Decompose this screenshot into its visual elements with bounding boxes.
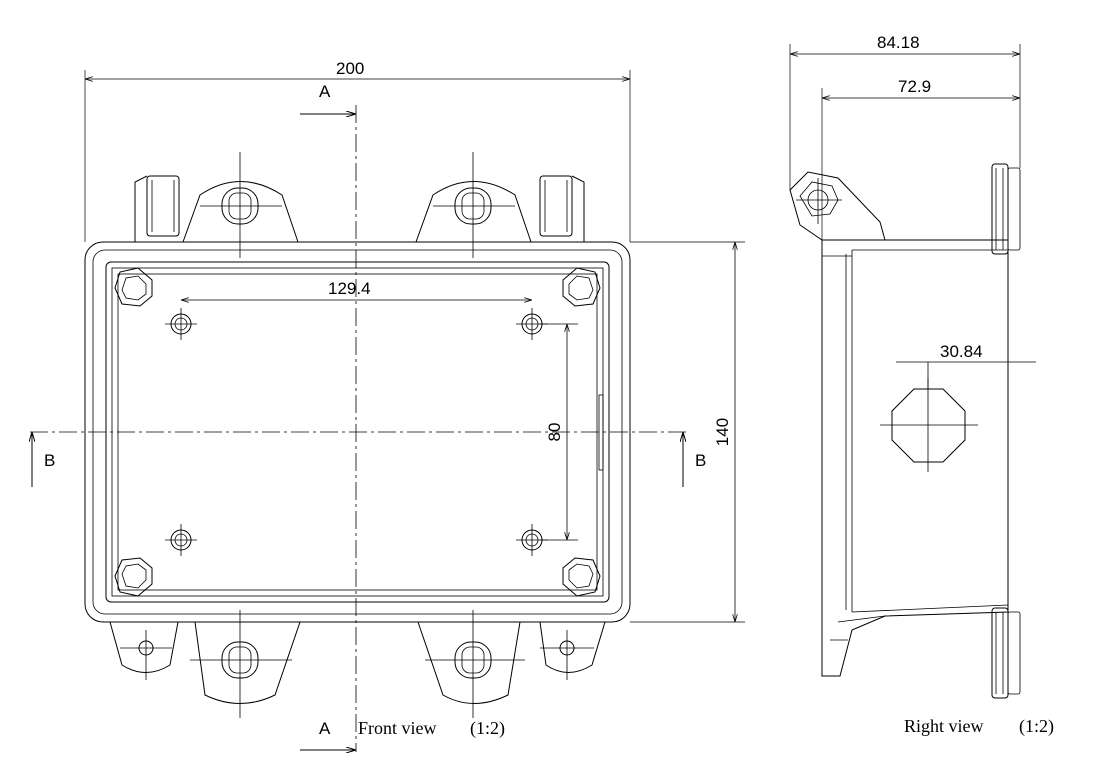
dimension-overall-depth: 84.18 xyxy=(789,33,1021,190)
body-side-outline xyxy=(821,239,1009,677)
front-view-caption: Front view xyxy=(358,718,437,738)
bottom-mounting-ear-right xyxy=(417,610,525,718)
dimension-hole-spacing-x-label: 129.4 xyxy=(328,279,371,298)
mounting-boss-top-left xyxy=(165,308,197,340)
dimension-hole-spacing-x: 129.4 xyxy=(181,279,532,300)
section-marker-a-top: A xyxy=(300,82,356,114)
section-label-a-top: A xyxy=(319,82,331,101)
corner-screw-bottom-right xyxy=(562,557,601,597)
bottom-small-lug-left xyxy=(109,621,179,680)
dimension-height: 140 xyxy=(630,241,745,623)
dimension-width-label: 200 xyxy=(336,59,364,78)
dimension-body-depth-label: 72.9 xyxy=(898,77,931,96)
cable-port: 30.84 xyxy=(880,342,1036,472)
side-mounting-ear xyxy=(789,171,886,241)
top-mounting-ear-right xyxy=(415,152,532,258)
right-edge-tab xyxy=(598,394,604,471)
bottom-mounting-ear-left xyxy=(190,610,301,718)
corner-screw-top-left xyxy=(114,267,153,307)
section-label-a-bottom: A xyxy=(319,719,331,738)
dimension-hole-spacing-y: 80 xyxy=(540,323,578,541)
mounting-boss-bottom-left xyxy=(165,524,197,556)
corner-screw-bottom-left xyxy=(114,557,153,597)
section-label-b-left: B xyxy=(44,451,55,470)
dimension-overall-depth-label: 84.18 xyxy=(877,33,920,52)
top-mounting-ear-left xyxy=(182,152,299,258)
front-view: A A B B 200 129.4 xyxy=(30,59,745,752)
right-view-caption: Right view xyxy=(904,716,984,736)
section-label-b-right: B xyxy=(695,451,706,470)
bottom-small-lug-right xyxy=(539,621,606,680)
corner-screw-top-right xyxy=(562,267,601,307)
section-marker-b-left: B xyxy=(32,432,55,487)
section-marker-a-bottom: A xyxy=(300,719,356,750)
dimension-port-size-label: 30.84 xyxy=(940,342,983,361)
lid-outline xyxy=(105,261,610,603)
dimension-body-depth: 72.9 xyxy=(821,77,1020,240)
section-marker-b-right: B xyxy=(683,432,706,487)
dimension-height-label: 140 xyxy=(713,418,732,446)
dimension-hole-spacing-y-label: 80 xyxy=(545,423,564,442)
front-view-scale: (1:2) xyxy=(470,718,505,739)
right-view: 30.84 84.18 72.9 Right view (1:2) xyxy=(789,33,1054,737)
right-view-scale: (1:2) xyxy=(1019,716,1054,737)
side-front-flange xyxy=(991,163,1021,699)
top-mounting-rails xyxy=(134,175,585,242)
enclosure-outer-outline xyxy=(84,241,631,623)
dimension-width: 200 xyxy=(84,59,631,242)
